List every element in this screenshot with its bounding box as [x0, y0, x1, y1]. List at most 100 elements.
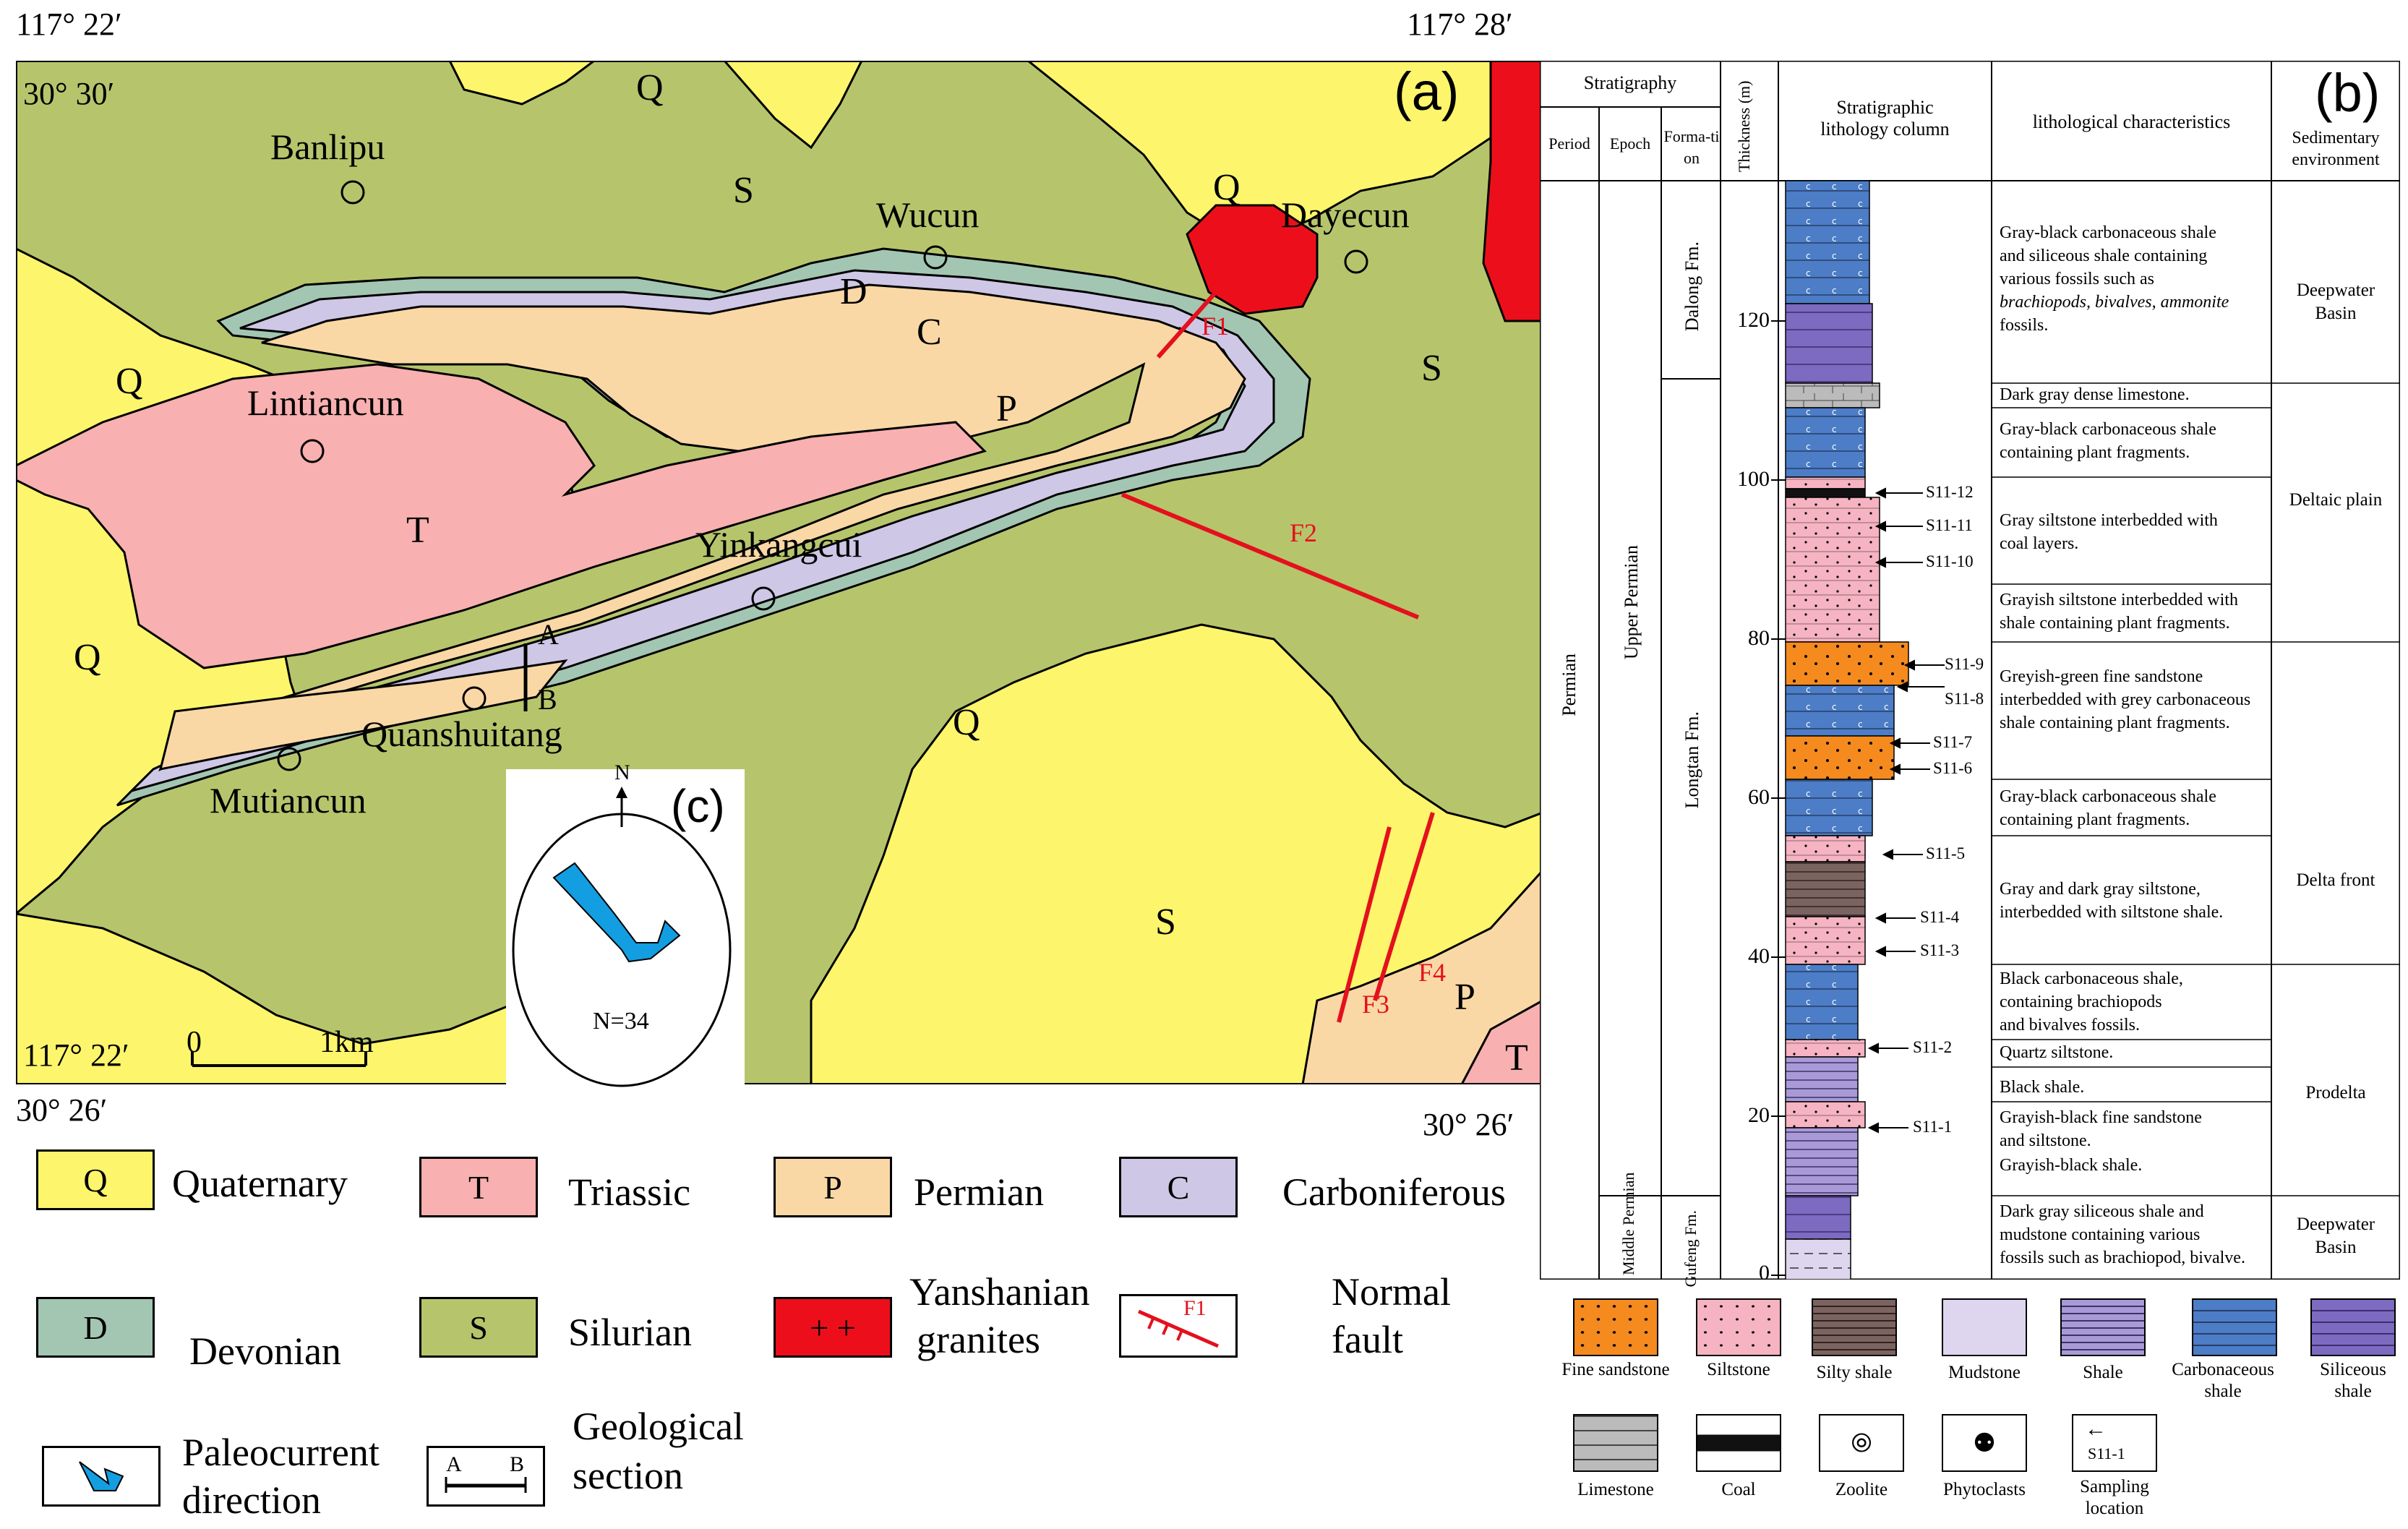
- layer-coal: [1785, 488, 1866, 498]
- place-quanshuitang: Quanshuitang: [361, 714, 562, 754]
- legend-name-paleocurrent-2: direction: [182, 1478, 321, 1522]
- env-prodelta: Prodelta: [2305, 1083, 2366, 1102]
- legend-box-section: A B: [427, 1446, 545, 1507]
- sym-sampling-location: ← S11-1: [2072, 1414, 2157, 1472]
- legend-name-quaternary: Quaternary: [172, 1162, 348, 1205]
- lith-desc-13: Grayish-black shale.: [2000, 1156, 2143, 1175]
- formation-longtan: Longtan Fm.: [1681, 711, 1702, 809]
- hdr-stratigraphy: Stratigraphy: [1583, 72, 1677, 93]
- quaternary-top-left: [448, 61, 596, 106]
- sym-siltstone: [1696, 1298, 1781, 1356]
- legend-name-fault: Normal fault: [1332, 1270, 1451, 1361]
- legend-box-fault: F1: [1119, 1294, 1238, 1358]
- unit-p-core: P: [996, 388, 1017, 429]
- unit-t-southeast: T: [1505, 1037, 1528, 1079]
- legend-box-q: Q: [36, 1149, 155, 1210]
- hdr-lith-char: lithological characteristics: [2032, 111, 2231, 132]
- formation-dalong: Dalong Fm.: [1681, 241, 1702, 332]
- sym-shale-label: Shale: [2083, 1363, 2123, 1382]
- sym-carbonaceous-shale: [2192, 1298, 2277, 1356]
- fault-label-f2: F2: [1290, 518, 1318, 547]
- map-panel-label: (a): [1394, 61, 1460, 121]
- coord-inner-bottom-left: 117° 22′: [23, 1037, 129, 1073]
- sym-silty-shale: [1812, 1298, 1897, 1356]
- period-permian: Permian: [1559, 654, 1580, 716]
- legend-box-s: S: [419, 1297, 538, 1358]
- scale-zero: 0: [187, 1026, 202, 1059]
- sym-siliceous-shale-label: Siliceous shale: [2320, 1360, 2386, 1401]
- hdr-epoch: Epoch: [1609, 134, 1651, 153]
- legend-name-permian: Permian: [914, 1170, 1044, 1214]
- rose-panel-label: (c): [671, 780, 725, 832]
- section-end-a: A: [538, 618, 559, 651]
- coord-top-right: 117° 28′: [1407, 7, 1513, 42]
- granite-east: [1482, 61, 1543, 322]
- sym-limestone: [1573, 1414, 1658, 1472]
- layer-silt-5: [1785, 1039, 1866, 1058]
- layer-lime: [1785, 382, 1880, 408]
- epoch-middle-permian: Middle Permian: [1619, 1172, 1637, 1275]
- place-markers: [277, 180, 1368, 771]
- arrow-left-icon: ←: [2085, 1417, 2107, 1441]
- rose-count: N=34: [593, 1008, 649, 1035]
- lith-desc-11: Black shale.: [2000, 1078, 2085, 1097]
- place-yinkangcui: Yinkangcui: [695, 524, 862, 565]
- hdr-lithology-1: Stratigraphic: [1836, 97, 1934, 118]
- legend-box-paleocurrent: [42, 1446, 160, 1507]
- sym-siltstone-label: Siltstone: [1707, 1360, 1770, 1379]
- legend-name-section-1: Geological: [573, 1405, 744, 1448]
- unit-s-top: S: [733, 170, 754, 211]
- unit-q-south: Q: [953, 702, 980, 743]
- unit-q-southwest: Q: [74, 637, 101, 678]
- sample-s11-8: S11-8: [1945, 690, 1984, 708]
- sym-limestone-label: Limestone: [1577, 1480, 1654, 1499]
- legend-box-p: P: [774, 1157, 892, 1217]
- layer-silt-3: [1785, 835, 1866, 862]
- sym-mudstone: [1942, 1298, 2027, 1356]
- legend-name-triassic: Triassic: [568, 1170, 691, 1214]
- legend-box-t: T: [419, 1157, 538, 1217]
- place-mutiancun: Mutiancun: [210, 780, 367, 821]
- sym-fine-sandstone-label: Fine sandstone: [1561, 1360, 1670, 1379]
- fault-label-f1: F1: [1201, 312, 1230, 341]
- env-deltaic-plain: Deltaic plain: [2289, 490, 2383, 510]
- legend-box-c: C: [1119, 1157, 1238, 1217]
- tick-20: 20: [1748, 1103, 1770, 1127]
- layer-carb-5: [1785, 964, 1859, 1040]
- sym-fine-sandstone: [1573, 1298, 1658, 1356]
- unit-q-top: Q: [636, 67, 664, 108]
- hdr-formation: Forma-tion: [1663, 127, 1720, 167]
- layer-mud: [1785, 1238, 1851, 1280]
- sym-phytoclasts-label: Phytoclasts: [1943, 1480, 2026, 1499]
- sample-s11-12: S11-12: [1926, 483, 1974, 501]
- unit-c: C: [917, 312, 942, 353]
- layer-shale-1: [1785, 1056, 1859, 1102]
- tick-80: 80: [1748, 626, 1770, 650]
- zoolite-icon: ⦾: [1851, 1428, 1872, 1457]
- granite-dayecun: [1186, 204, 1319, 315]
- hdr-thickness: Thickness (m): [1735, 80, 1753, 172]
- sym-zoolite-label: Zoolite: [1835, 1480, 1888, 1499]
- sym-carbonaceous-shale-label: Carbonaceous shale: [2172, 1360, 2274, 1401]
- hdr-env-2: environment: [2292, 150, 2380, 169]
- sym-mudstone-label: Mudstone: [1948, 1363, 2021, 1382]
- lith-desc-10: Quartz siltstone.: [2000, 1043, 2114, 1062]
- unit-q-dayecun: Q: [1213, 167, 1241, 208]
- fault-label-f4: F4: [1418, 958, 1447, 987]
- phytoclast-icon: ⚉: [1972, 1429, 1997, 1457]
- legend-name-devonian: Devonian: [189, 1329, 341, 1373]
- tick-100: 100: [1737, 467, 1770, 491]
- rose-diagram: N (c) N=34: [506, 761, 745, 1087]
- sym-coal-label: Coal: [1721, 1480, 1756, 1499]
- layer-silic-bottom: [1785, 1195, 1851, 1240]
- unit-q-west: Q: [116, 361, 143, 402]
- coord-bottom-left: 30° 26′: [16, 1092, 108, 1128]
- place-banlipu: Banlipu: [270, 127, 385, 167]
- coord-bottom-right: 30° 26′: [1423, 1107, 1514, 1142]
- sym-zoolite: ⦾: [1819, 1414, 1904, 1472]
- layer-carb-2: [1785, 407, 1866, 478]
